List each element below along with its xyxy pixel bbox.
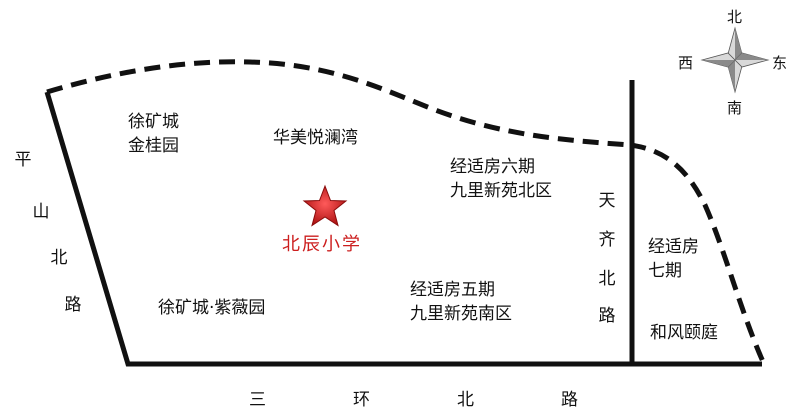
road-south-char: 路 (561, 390, 578, 410)
east-boundary-dashed (629, 142, 767, 366)
compass-south-label: 南 (727, 99, 743, 117)
compass-rose-icon (700, 26, 770, 94)
area-label-jingshifang-6: 经适房六期 九里新苑北区 (450, 157, 552, 201)
compass-west-label: 西 (678, 54, 694, 72)
area-label-jingshifang-7: 经适房 七期 (648, 237, 699, 281)
road-south-char: 环 (353, 390, 370, 410)
west-boundary-line (44, 91, 762, 367)
road-west-char: 路 (64, 295, 82, 315)
compass-north-label: 北 (727, 8, 743, 26)
road-west-char: 平 (14, 150, 32, 170)
school-star-icon (302, 184, 348, 227)
road-west-char: 北 (50, 248, 68, 268)
school-label: 北辰小学 (282, 234, 362, 255)
road-middle-char: 北 (598, 269, 616, 289)
road-south-char: 北 (457, 390, 474, 410)
north-boundary-dashed (46, 59, 631, 148)
area-label-jingshifang-5: 经适房五期 九里新苑南区 (410, 280, 512, 324)
compass-east-label: 东 (772, 54, 788, 72)
area-label-huamei: 华美悦澜湾 (273, 128, 358, 148)
area-label-xukuang-ziwei: 徐矿城·紫薇园 (158, 298, 266, 318)
road-middle-char: 天 (598, 191, 616, 211)
area-label-hefeng: 和风颐庭 (650, 323, 718, 343)
road-middle-char: 齐 (598, 230, 616, 250)
road-middle-char: 路 (598, 306, 616, 326)
road-west-char: 山 (32, 202, 50, 222)
road-south-char: 三 (249, 390, 266, 410)
area-label-xukuang-jingui: 徐矿城 金桂园 (128, 112, 179, 156)
